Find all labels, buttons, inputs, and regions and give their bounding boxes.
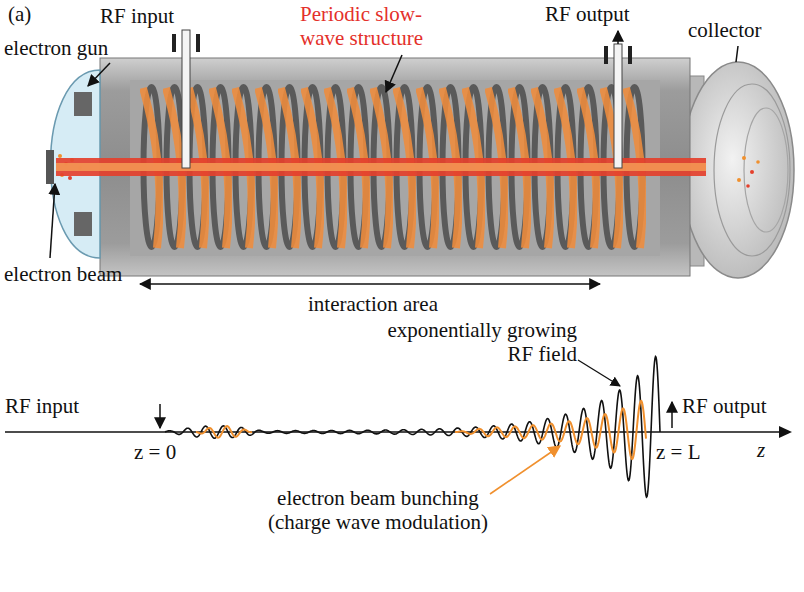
z-axis-head xyxy=(779,426,792,438)
port-label: RF input xyxy=(5,394,79,418)
wave-label: exponentially growing RF field xyxy=(385,318,577,366)
structure-leader xyxy=(386,55,402,92)
region-label: interaction area xyxy=(308,292,438,316)
gun-leader xyxy=(88,63,110,86)
wave-label-text: exponentially growing RF field xyxy=(387,318,577,366)
axis-label: z xyxy=(757,438,765,462)
position-label-text: z = 0 xyxy=(134,440,176,464)
bunching-label-text: electron beam bunching (charge wave modu… xyxy=(268,486,488,534)
structure-label-text: Periodic slow- wave structure xyxy=(300,2,423,50)
part-label-text: electron beam xyxy=(4,262,122,286)
bunching-wave xyxy=(196,426,252,438)
port-label: RF input xyxy=(100,4,174,28)
port-label-text: RF output xyxy=(682,394,767,418)
input-arrow xyxy=(159,404,161,428)
axis-label-text: z xyxy=(757,438,765,462)
part-label-text: electron gun xyxy=(4,36,108,60)
position-label: z = L xyxy=(656,440,701,464)
field-leader xyxy=(578,360,620,386)
port-label: RF output xyxy=(682,394,767,418)
output-arrow xyxy=(671,402,673,428)
bunching-wave xyxy=(455,401,646,459)
bunching-leader xyxy=(490,446,560,494)
z-axis xyxy=(5,431,780,433)
wave-group xyxy=(165,357,660,498)
port-label-text: RF input xyxy=(5,394,79,418)
part-label: collector xyxy=(688,18,761,42)
figure-tag: (a) xyxy=(8,2,31,26)
rf-field-wave xyxy=(165,357,660,498)
region-label-text: interaction area xyxy=(308,292,438,316)
collector-leader xyxy=(736,46,738,62)
interaction-span-arrow xyxy=(140,283,600,285)
electron-beam xyxy=(56,158,706,176)
part-label-text: collector xyxy=(688,18,761,42)
rf-output-port xyxy=(604,31,632,168)
position-label-text: z = L xyxy=(656,440,701,464)
bunching-label: electron beam bunching (charge wave modu… xyxy=(262,486,494,534)
beam-leader xyxy=(50,184,55,258)
port-label-text: RF input xyxy=(100,4,174,28)
electron-beam-core xyxy=(56,163,706,171)
rf-input-port xyxy=(172,30,200,168)
figure-tag-text: (a) xyxy=(8,2,31,26)
structure-label: Periodic slow- wave structure xyxy=(300,2,450,50)
part-label: electron beam xyxy=(4,262,122,286)
part-label: electron gun xyxy=(4,36,108,60)
position-label: z = 0 xyxy=(134,440,176,464)
port-label: RF output xyxy=(545,2,630,26)
port-label-text: RF output xyxy=(545,2,630,26)
